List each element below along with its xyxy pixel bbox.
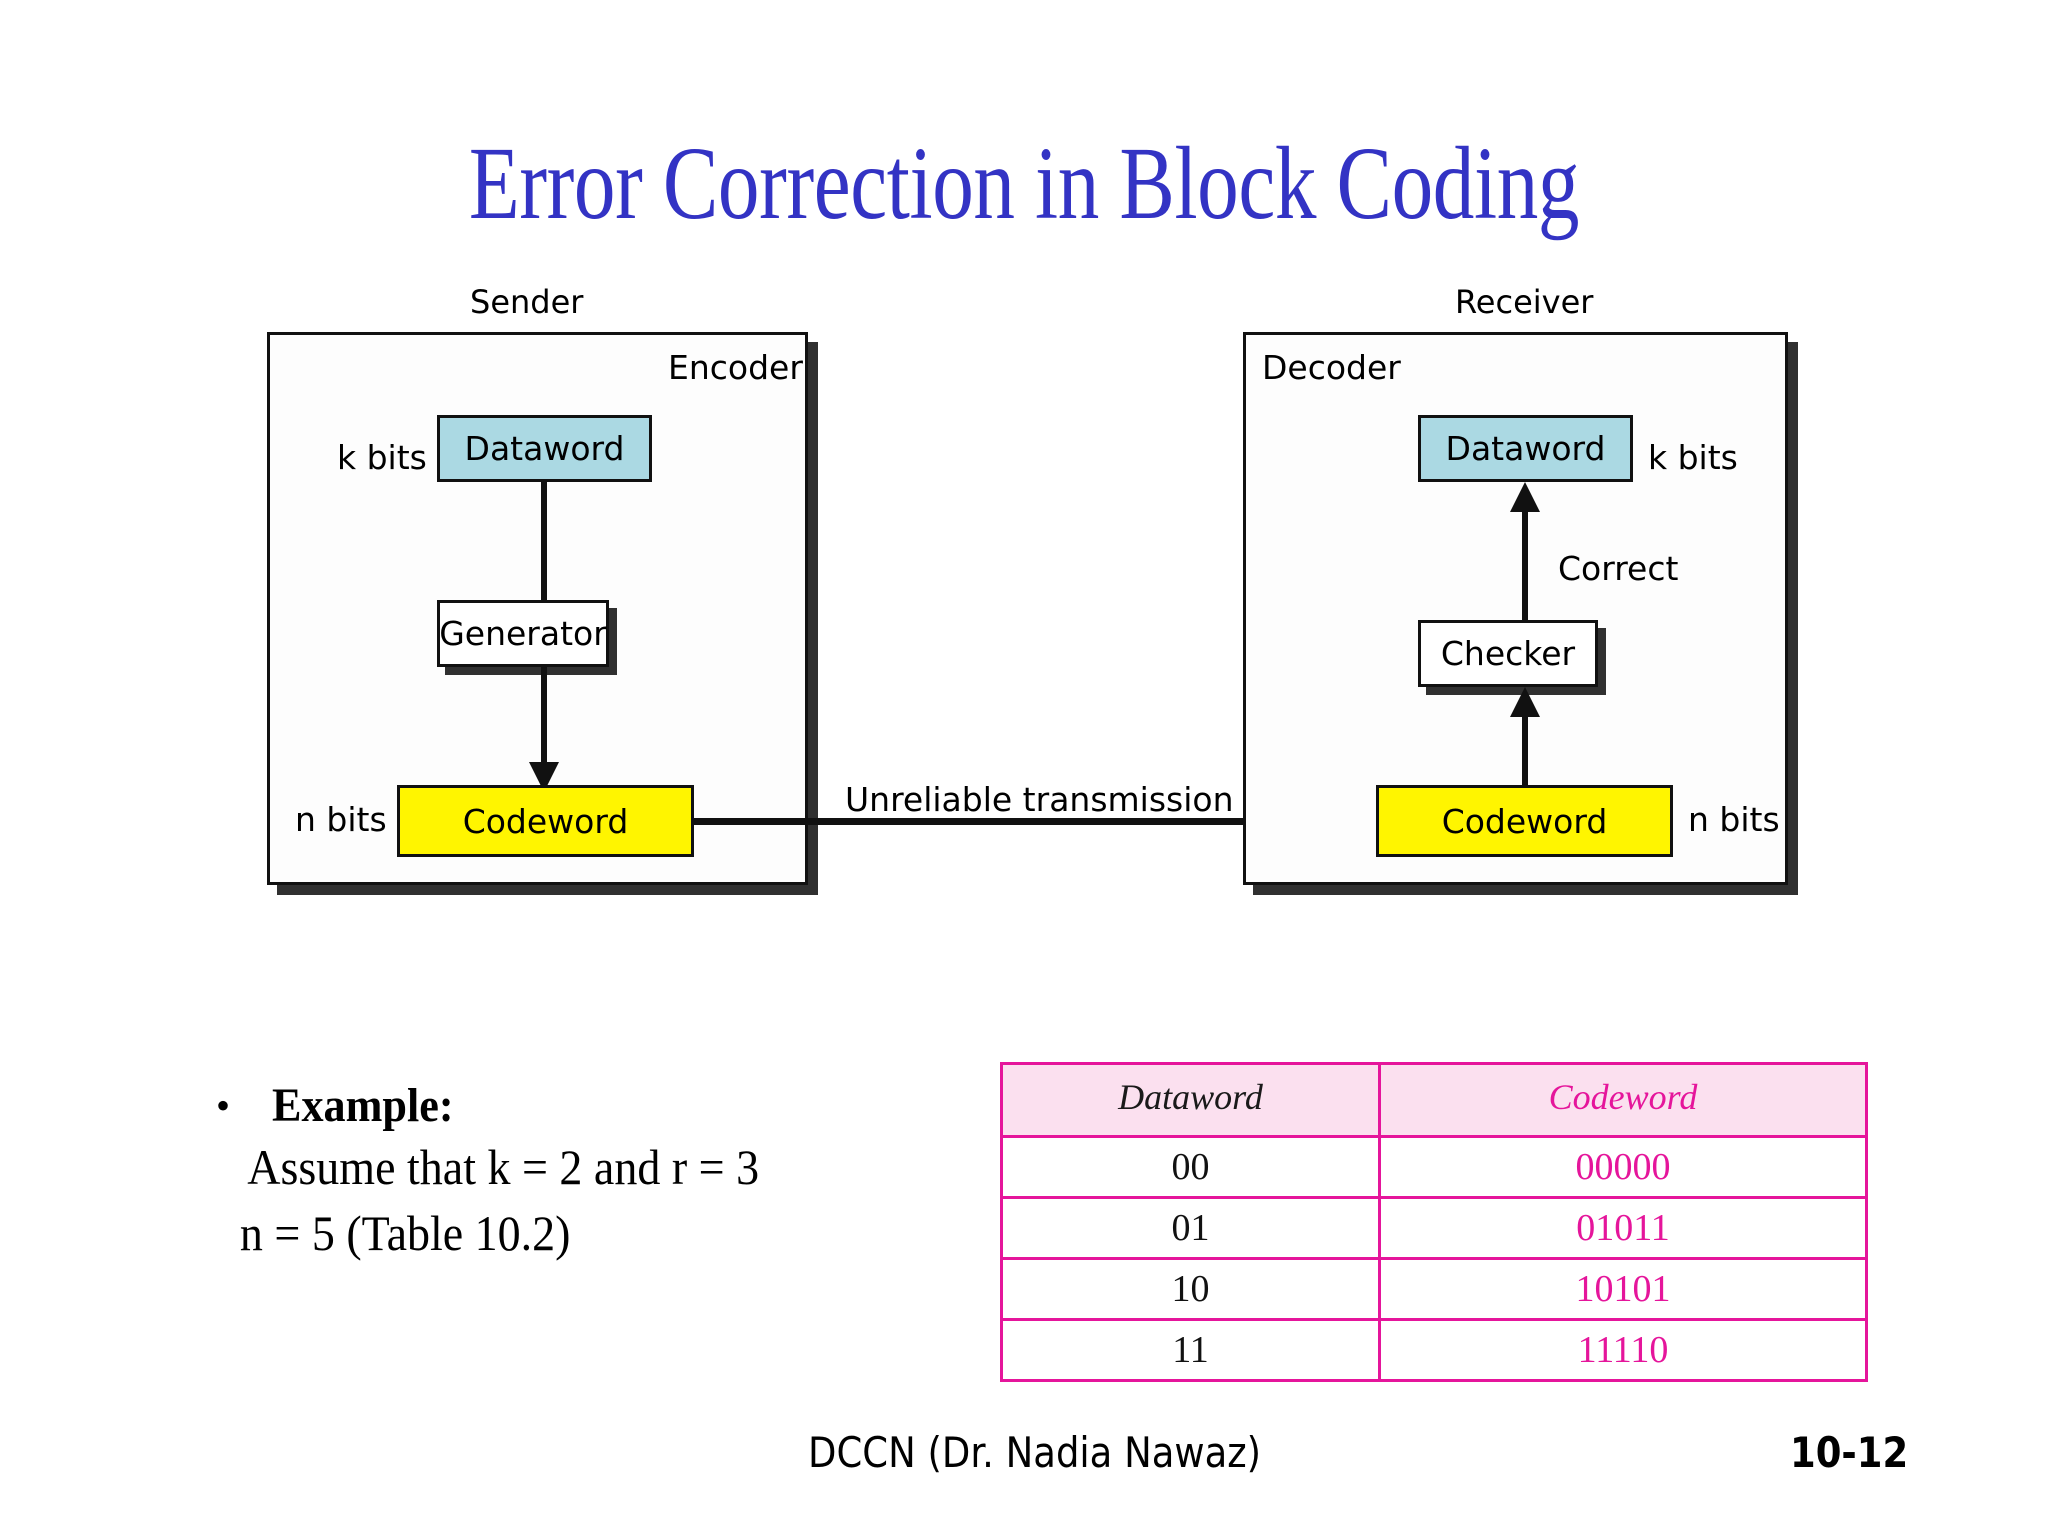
table-row: 11 11110 [1000, 1318, 1868, 1382]
arrowhead-up-icon-checker [1510, 687, 1540, 717]
sender-zone-label: Sender [470, 283, 584, 321]
connector-codeword-checker [1522, 717, 1528, 787]
receiver-zone-label: Receiver [1455, 283, 1594, 321]
table-row: 10 10101 [1000, 1257, 1868, 1321]
receiver-dataword-node: Dataword [1418, 415, 1633, 482]
cell-dataword: 11 [1000, 1318, 1381, 1382]
correct-label: Correct [1558, 549, 1679, 588]
cell-codeword: 00000 [1378, 1135, 1868, 1199]
connector-checker-dataword [1522, 512, 1528, 620]
cell-codeword: 11110 [1378, 1318, 1868, 1382]
sender-codeword-node: Codeword [397, 785, 694, 857]
bullet-icon: • [216, 1083, 231, 1128]
receiver-k-bits-label: k bits [1648, 438, 1738, 477]
transmission-line [694, 818, 1749, 825]
example-block: • Example: Assume that k = 2 and r = 3 n… [216, 1078, 976, 1266]
connector-dataword-generator [541, 482, 547, 600]
example-heading: Example: [272, 1079, 454, 1132]
cell-codeword: 10101 [1378, 1257, 1868, 1321]
receiver-n-bits-label: n bits [1688, 800, 1780, 839]
sender-n-bits-label: n bits [295, 800, 387, 839]
cell-dataword: 10 [1000, 1257, 1381, 1321]
page-title: Error Correction in Block Coding [468, 126, 1580, 241]
unreliable-transmission-label: Unreliable transmission [845, 780, 1234, 819]
encoder-label: Encoder [668, 348, 803, 387]
arrowhead-up-icon-dataword [1510, 482, 1540, 512]
example-line-2: n = 5 (Table 10.2) [239, 1205, 571, 1261]
table-header-codeword: Codeword [1378, 1062, 1868, 1138]
table-header-dataword: Dataword [1000, 1062, 1381, 1138]
cell-dataword: 00 [1000, 1135, 1381, 1199]
checker-node: Checker [1418, 620, 1598, 687]
table-header-row: Dataword Codeword [1000, 1062, 1868, 1138]
footer-page-number: 10-12 [1790, 1428, 1909, 1477]
sender-dataword-node: Dataword [437, 415, 652, 482]
footer-credit: DCCN (Dr. Nadia Nawaz) [808, 1428, 1262, 1477]
dataword-codeword-table: Dataword Codeword 00 00000 01 01011 10 1… [1000, 1062, 1868, 1382]
example-line-1: Assume that k = 2 and r = 3 [247, 1139, 760, 1195]
generator-node: Generator [437, 600, 609, 667]
table-row: 00 00000 [1000, 1135, 1868, 1199]
sender-k-bits-label: k bits [337, 438, 427, 477]
table-row: 01 01011 [1000, 1196, 1868, 1260]
cell-codeword: 01011 [1378, 1196, 1868, 1260]
example-heading-row: • Example: [216, 1078, 976, 1134]
connector-generator-codeword [541, 667, 547, 772]
decoder-label: Decoder [1262, 348, 1401, 387]
block-coding-diagram: Sender Encoder k bits Dataword Generator… [267, 283, 1788, 885]
cell-dataword: 01 [1000, 1196, 1381, 1260]
receiver-codeword-node: Codeword [1376, 785, 1673, 857]
